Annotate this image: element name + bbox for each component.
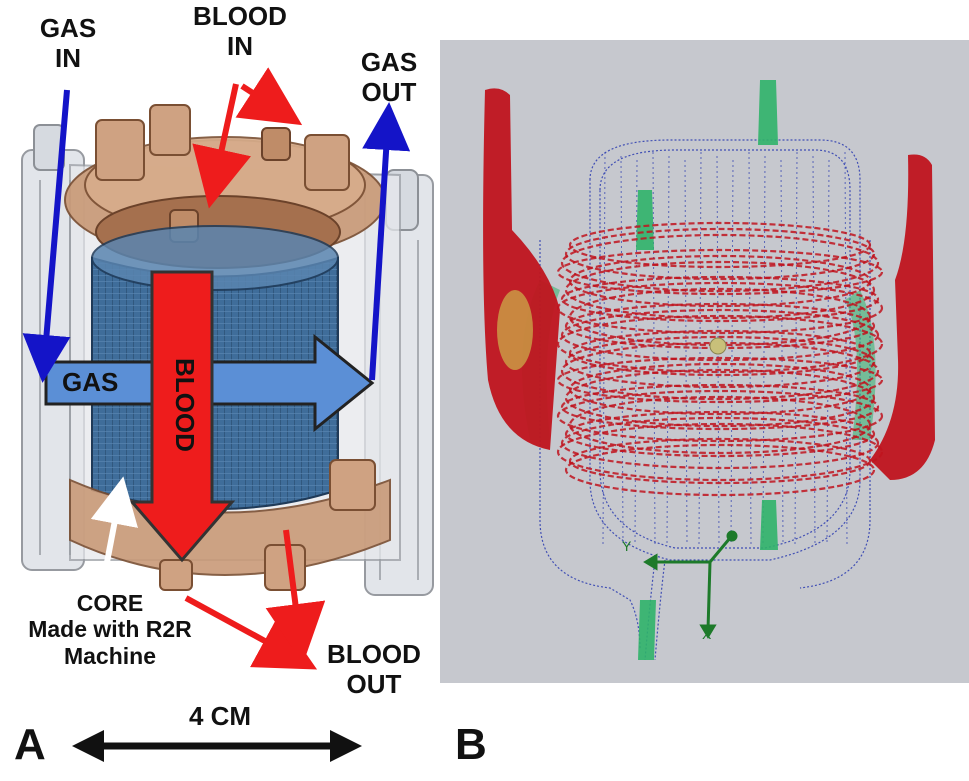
red-streamline [568, 437, 872, 485]
blue-streamline [652, 151, 656, 546]
red-streamline [556, 356, 884, 404]
red-streamline [560, 416, 880, 470]
panel-b-letter: B [455, 720, 487, 769]
red-streamline [568, 254, 872, 308]
gas-in-arrow [22, 89, 71, 383]
yellow-green-gradient [497, 290, 533, 370]
red-port-plumes [483, 88, 935, 480]
blood-arrow-label: BLOOD [169, 357, 200, 452]
bottom-blood-manifold [69, 459, 391, 591]
red-streamline [560, 308, 880, 362]
scale-bar [72, 730, 362, 762]
axis-label-y: Y [622, 538, 632, 554]
panel-a-letter: A [14, 720, 46, 769]
gas-out-arrow [362, 102, 411, 381]
red-streamline [564, 443, 876, 497]
blood-out-arrow-2 [265, 529, 326, 664]
cfd-streamline-panel: Y X [440, 40, 969, 683]
blood-flow-arrow [128, 270, 236, 563]
blue-streamline [762, 155, 766, 546]
red-streamline [564, 335, 876, 389]
core-pointer-arrow [90, 476, 138, 579]
red-streamline [568, 221, 872, 269]
cfd-streamlines [483, 80, 935, 661]
red-streamline [564, 227, 876, 281]
center-marker-sphere [709, 337, 727, 355]
red-streamline [556, 314, 884, 374]
oxygenator-cad-drawing [21, 67, 434, 762]
red-streamline [560, 383, 880, 431]
red-streamline [560, 233, 880, 293]
red-streamline [564, 410, 876, 458]
red-streamline [568, 329, 872, 377]
blood-in-arrow [192, 83, 251, 209]
red-streamline [564, 368, 876, 428]
blue-shell-streamlines [539, 139, 871, 661]
red-streamline [556, 248, 884, 296]
axis-label-x: X [702, 626, 712, 642]
blue-streamline [812, 155, 816, 546]
blue-streamline [780, 159, 784, 546]
gas-arrow-label: GAS [62, 367, 119, 397]
blue-streamline [634, 159, 638, 546]
blue-streamline [826, 159, 830, 546]
scale-bar-label: 4 CM [188, 701, 252, 731]
red-streamline [564, 260, 876, 320]
blue-streamline [794, 151, 798, 546]
blue-streamline [698, 151, 702, 546]
coordinate-triad [643, 530, 738, 639]
red-streamline [560, 275, 880, 323]
blue-streamline [602, 151, 606, 546]
blue-streamline [684, 159, 688, 546]
red-swirl-streamlines [556, 221, 884, 497]
blue-streamline [666, 155, 670, 546]
red-streamline [568, 362, 872, 416]
blue-streamline [620, 155, 624, 546]
blue-streamline [730, 159, 734, 546]
red-streamline [560, 341, 880, 401]
blood-in-arrow-right [235, 67, 303, 126]
red-streamline [568, 395, 872, 455]
red-streamline [556, 389, 884, 443]
